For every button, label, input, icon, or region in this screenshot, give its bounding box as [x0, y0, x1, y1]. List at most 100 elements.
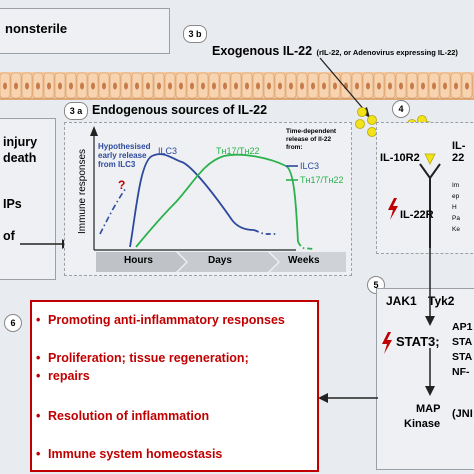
nonsterile-label: nonsterile [5, 21, 68, 36]
cell-nucleus [432, 82, 436, 90]
il22r-label: IL-22R [400, 209, 434, 221]
kinase-label: Kinase [404, 418, 441, 430]
cell-nucleus [289, 82, 293, 90]
step-3a-badge: 3 a [64, 102, 88, 120]
receptor-box [376, 122, 474, 254]
il10r2-label: IL-10R2 [380, 152, 420, 164]
cell-nucleus [443, 82, 447, 90]
ilc3-curve-label: ILC3 [158, 146, 178, 156]
cell-nucleus [201, 82, 205, 90]
cell-nucleus [377, 82, 381, 90]
cell-nucleus [355, 82, 359, 90]
cell-nucleus [135, 82, 139, 90]
cell-nucleus [47, 82, 51, 90]
cell-nucleus [465, 82, 469, 90]
hypothesis-label: Hypothesised early release from ILC3 [98, 142, 150, 169]
cell-nucleus [91, 82, 95, 90]
cell-nucleus [366, 82, 370, 90]
step-4-badge: 4 [392, 100, 410, 118]
hypothesis-line-2: early release [98, 151, 147, 160]
time-dependent-note: Time-dependent release of Il-22 from: [286, 128, 336, 152]
exogenous-title-text: Exogenous IL-22 [212, 44, 313, 58]
cell-nucleus [212, 82, 216, 90]
jnk-label: (JNI [452, 408, 473, 420]
x-days: Days [208, 255, 232, 266]
cell-nucleus [168, 82, 172, 90]
endogenous-plot [90, 126, 346, 272]
injury-box: injury death IPs of [0, 118, 56, 280]
cell-nucleus [234, 82, 238, 90]
step-3b-badge: 3 b [183, 25, 207, 43]
receptor-item-5: Ke [452, 226, 460, 233]
map-label: MAP [416, 403, 441, 415]
receptor-item-2: ep [452, 193, 460, 200]
tyk2-label: Tyk2 [428, 294, 455, 308]
cell-nucleus [113, 82, 117, 90]
time-note-line-1: Time-dependent [286, 128, 337, 135]
receptor-item-3: H [452, 204, 457, 211]
step-6-badge: 6 [4, 314, 22, 332]
signal-item-1: AP1 [452, 321, 473, 333]
cell-nucleus [223, 82, 227, 90]
lightning-icon-stat3 [382, 332, 392, 354]
signaling-right-list: AP1 STA STA NF- [452, 320, 472, 380]
cell-nucleus [388, 82, 392, 90]
hypothesis-line-1: Hypothesised [98, 142, 151, 151]
receptor-item-1: Im [452, 182, 460, 189]
ips-text: IPs [3, 197, 22, 211]
signaling-arrows [425, 248, 435, 396]
cell-nucleus [245, 82, 249, 90]
cell-nucleus [421, 82, 425, 90]
lightning-icon [388, 198, 398, 220]
immune-responses-ylabel: Immune responses [77, 148, 89, 235]
receptor-right-list: Im ep H Pa Ke [452, 180, 460, 235]
cell-nucleus [179, 82, 183, 90]
th-curve-label: Tʜ17/Tʜ22 [216, 146, 260, 156]
cell-nucleus [58, 82, 62, 90]
cell-nucleus [157, 82, 161, 90]
question-mark: ? [118, 178, 126, 192]
cell-nucleus [14, 82, 18, 90]
outcome-4: Immune system homeostasis [36, 446, 222, 462]
cell-nucleus [267, 82, 271, 90]
cell-nucleus [399, 82, 403, 90]
cell-nucleus [80, 82, 84, 90]
outcome-2: Proliferation; tissue regeneration; [36, 350, 249, 366]
time-note-line-2: release of Il-22 [286, 136, 332, 143]
x-hours: Hours [124, 255, 153, 266]
outcome-arrow [318, 393, 378, 403]
signal-item-4: NF- [452, 366, 470, 378]
cell-nucleus [36, 82, 40, 90]
cell-nucleus [256, 82, 260, 90]
cell-nucleus [124, 82, 128, 90]
receptor-y [419, 153, 441, 248]
death-text: death [3, 151, 37, 165]
cell-nucleus [69, 82, 73, 90]
cell-nucleus [311, 82, 315, 90]
time-note-line-3: from: [286, 144, 303, 151]
hypothesis-line-3: from ILC3 [98, 160, 136, 169]
exogenous-il22-title: Exogenous IL-22 (rIL-22, or Adenovirus e… [212, 42, 458, 60]
signal-item-3: STA [452, 351, 473, 363]
cell-nucleus [410, 82, 414, 90]
cell-nucleus [3, 82, 7, 90]
cell-nucleus [146, 82, 150, 90]
il22-receptor-label: IL-22 [452, 140, 466, 164]
exogenous-subtitle-text: (rIL-22, or Adenovirus expressing IL-22) [316, 48, 458, 57]
of-text: of [3, 229, 15, 243]
cell-nucleus [333, 82, 337, 90]
outcome-1: Promoting anti-inflammatory responses [36, 312, 285, 328]
cell-nucleus [190, 82, 194, 90]
receptor-item-4: Pa [452, 215, 460, 222]
endogenous-title: Endogenous sources of IL-22 [92, 103, 268, 117]
epithelial-layer [0, 72, 474, 100]
cell-nucleus [25, 82, 29, 90]
signal-item-2: STA [452, 336, 473, 348]
cell-nucleus [322, 82, 326, 90]
stat3-label: STAT3; [396, 334, 440, 349]
cell-nucleus [300, 82, 304, 90]
cell-nucleus [278, 82, 282, 90]
injury-text: injury [3, 135, 38, 149]
outcome-2-cont: repairs [36, 368, 90, 384]
cell-nucleus [102, 82, 106, 90]
